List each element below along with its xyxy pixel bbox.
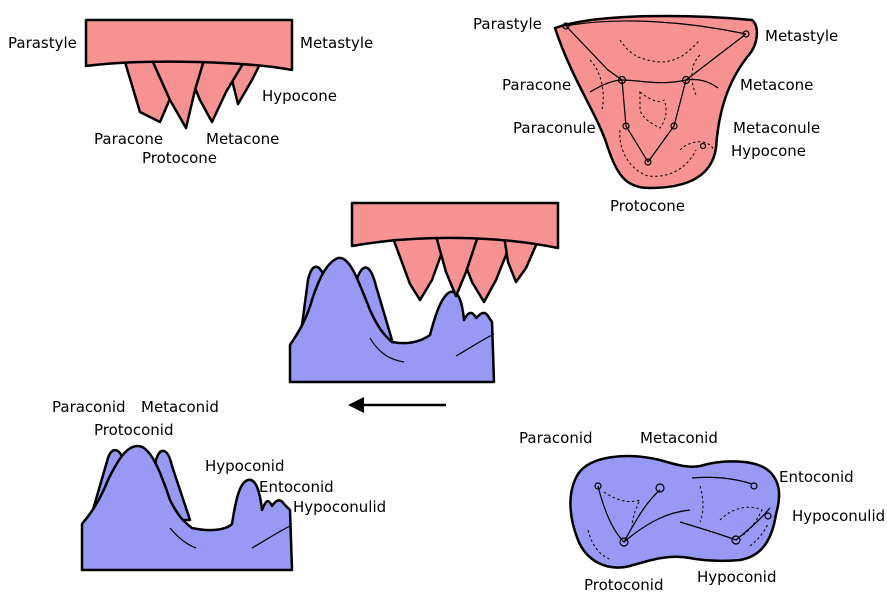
label-metacone: Metacone <box>206 130 279 148</box>
lower-molar-side-view: Paraconid Metaconid Protoconid Hypoconid… <box>52 398 386 572</box>
upper-occlusal-outline <box>553 14 759 190</box>
lower-crown-detail <box>169 527 197 549</box>
upper-molar-side-view: Parastyle Metastyle Hypocone Paracone Me… <box>8 18 373 167</box>
label-metastyle-occlusal: Metastyle <box>765 27 838 45</box>
label-hypocone: Hypocone <box>262 87 337 105</box>
upper-occlusal-crest <box>565 25 623 81</box>
parastyle-cusp-marker <box>562 22 570 30</box>
label-parastyle-occlusal: Parastyle <box>473 15 542 33</box>
molar-occlusion-view <box>288 201 560 384</box>
arrow-head-icon <box>348 397 364 413</box>
hypoconid-cusp-marker <box>731 535 741 545</box>
label-protocone: Protocone <box>142 149 217 167</box>
lower-tooth-occlusion-detail <box>455 333 495 357</box>
label-metaconid-occlusal: Metaconid <box>640 429 718 447</box>
upper-occlusal-dotted-line <box>639 90 667 129</box>
lower-occlusal-dotted-line <box>603 491 641 529</box>
upper-occlusal-crest <box>565 20 747 35</box>
label-hypoconid-occlusal: Hypoconid <box>697 568 776 586</box>
direction-arrow <box>348 397 446 413</box>
label-paracone-occlusal: Paracone <box>502 76 571 94</box>
hypocone-cusp-marker <box>699 142 707 150</box>
label-paraconid: Paraconid <box>52 398 126 416</box>
lower-occlusal-dotted-line <box>719 506 763 537</box>
upper-occlusal-crest <box>621 79 687 164</box>
lower-crown-detail <box>251 525 291 549</box>
upper-tooth-occlusion-body <box>350 201 560 250</box>
lower-tooth-occlusion-detail <box>369 337 405 363</box>
lower-tooth-occlusion <box>288 256 496 384</box>
label-paracone: Paracone <box>94 130 163 148</box>
lower-occlusal-dotted-line <box>749 523 769 547</box>
label-protoconid-occlusal: Protoconid <box>584 576 663 594</box>
lower-occlusal-crest <box>679 507 771 541</box>
lower-occlusal-crest <box>623 509 691 543</box>
label-paraconid-occlusal: Paraconid <box>519 429 593 447</box>
label-hypoconulid-occlusal: Hypoconulid <box>792 507 885 525</box>
label-metaconule: Metaconule <box>733 119 820 137</box>
upper-occlusal-dotted-line <box>679 141 715 151</box>
lower-occlusal-dotted-line <box>587 529 613 561</box>
upper-occlusal-crest <box>589 78 719 93</box>
lower-crown-body <box>80 444 294 572</box>
label-hypoconulid: Hypoconulid <box>293 498 386 516</box>
label-protoconid: Protoconid <box>94 421 173 439</box>
upper-occlusal-dotted-line <box>619 129 697 177</box>
label-metacone-occlusal: Metacone <box>740 76 813 94</box>
upper-crown-body <box>84 18 294 72</box>
upper-occlusal-dotted-line <box>691 54 701 96</box>
entoconid-cusp-marker <box>750 482 758 490</box>
metacone-cusp-marker <box>681 75 691 85</box>
upper-molar-occlusal-view: Parastyle Metastyle Paracone Metacone Pa… <box>473 14 838 215</box>
label-parastyle: Parastyle <box>8 34 77 52</box>
metaconule-cusp-marker <box>670 122 678 130</box>
hypoconulid-cusp-marker <box>764 512 772 520</box>
label-entoconid: Entoconid <box>259 478 334 496</box>
upper-occlusal-dotted-line <box>619 39 701 63</box>
label-protocone-occlusal: Protocone <box>610 197 685 215</box>
lower-molar-occlusal-view: Paraconid Metaconid Entoconid Hypoconuli… <box>519 429 885 594</box>
paracone-cusp-marker <box>617 75 627 85</box>
label-hypoconid: Hypoconid <box>205 457 284 475</box>
metaconid-cusp-marker <box>655 483 665 493</box>
label-paraconule: Paraconule <box>513 119 596 137</box>
label-metastyle: Metastyle <box>300 34 373 52</box>
lower-occlusal-outline <box>569 454 781 569</box>
upper-occlusal-crest <box>685 33 747 81</box>
label-hypocone-occlusal: Hypocone <box>731 142 806 160</box>
protocone-cusp-marker <box>644 158 652 166</box>
paraconid-cusp-marker <box>594 482 602 490</box>
lower-occlusal-crest <box>691 476 753 485</box>
paraconule-cusp-marker <box>622 122 630 130</box>
label-entoconid-occlusal: Entoconid <box>779 468 854 486</box>
label-metaconid: Metaconid <box>141 398 219 416</box>
protoconid-cusp-marker <box>619 537 629 547</box>
metastyle-cusp-marker <box>742 30 750 38</box>
